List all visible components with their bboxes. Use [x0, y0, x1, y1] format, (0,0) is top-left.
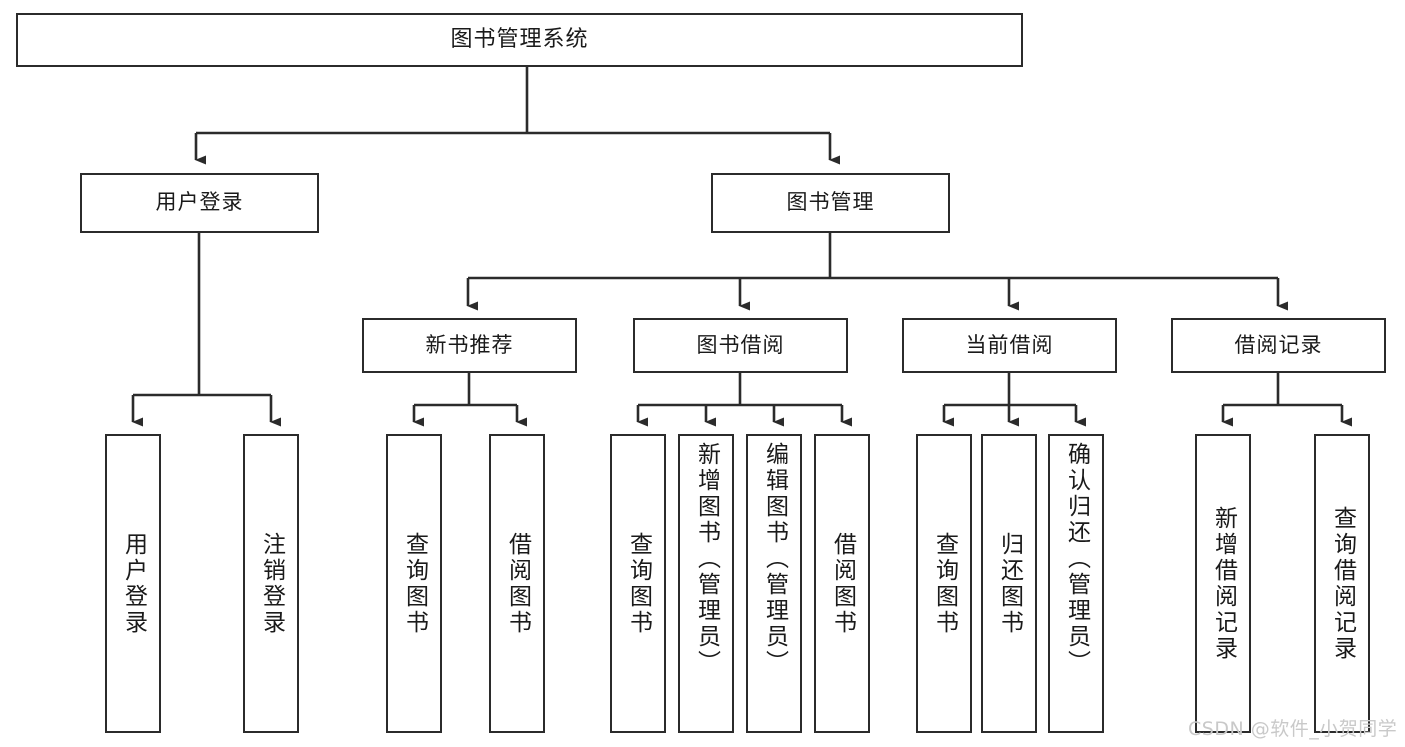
- node-borrowing-records[interactable]: 借阅记录: [1171, 318, 1386, 373]
- node-user-login[interactable]: 用户登录: [80, 173, 319, 233]
- leaf-edit-book-admin[interactable]: 编辑图书（管理员）: [746, 434, 802, 733]
- node-new-book-recommendation[interactable]: 新书推荐: [362, 318, 577, 373]
- node-label: 图书管理系统: [450, 26, 589, 52]
- node-label: 当前借阅: [965, 332, 1054, 357]
- node-label: 编辑图书（管理员）: [761, 442, 788, 676]
- node-label: 借阅图书: [829, 531, 856, 636]
- node-label: 新增借阅记录: [1210, 505, 1237, 662]
- node-label: 用户登录: [120, 531, 147, 636]
- node-label: 图书借阅: [696, 332, 785, 357]
- node-book-borrowing[interactable]: 图书借阅: [633, 318, 848, 373]
- node-label: 确认归还（管理员）: [1063, 442, 1090, 676]
- node-book-management[interactable]: 图书管理: [711, 173, 950, 233]
- node-label: 新书推荐: [425, 332, 514, 357]
- node-label: 查询图书: [931, 531, 958, 636]
- node-label: 用户登录: [155, 190, 244, 215]
- node-label: 新增图书（管理员）: [693, 442, 720, 676]
- leaf-borrow-book-recommendation[interactable]: 借阅图书: [489, 434, 545, 733]
- watermark-text: CSDN @软件_小贺同学: [1188, 718, 1398, 740]
- node-label: 归还图书: [996, 531, 1023, 636]
- leaf-query-book-current[interactable]: 查询图书: [916, 434, 972, 733]
- node-current-borrowing[interactable]: 当前借阅: [902, 318, 1117, 373]
- leaf-query-borrow-record[interactable]: 查询借阅记录: [1314, 434, 1370, 733]
- leaf-user-login[interactable]: 用户登录: [105, 434, 161, 733]
- node-root-book-management-system[interactable]: 图书管理系统: [16, 13, 1023, 67]
- node-label: 注销登录: [258, 531, 285, 636]
- node-label: 查询借阅记录: [1329, 505, 1356, 662]
- leaf-borrow-book-borrowing[interactable]: 借阅图书: [814, 434, 870, 733]
- node-label: 借阅图书: [504, 531, 531, 636]
- node-label: 查询图书: [625, 531, 652, 636]
- node-label: 借阅记录: [1234, 332, 1323, 357]
- node-label: 图书管理: [786, 190, 875, 215]
- leaf-logout-login[interactable]: 注销登录: [243, 434, 299, 733]
- leaf-query-book-recommendation[interactable]: 查询图书: [386, 434, 442, 733]
- leaf-return-book[interactable]: 归还图书: [981, 434, 1037, 733]
- leaf-query-book-borrowing[interactable]: 查询图书: [610, 434, 666, 733]
- leaf-add-borrow-record[interactable]: 新增借阅记录: [1195, 434, 1251, 733]
- leaf-add-book-admin[interactable]: 新增图书（管理员）: [678, 434, 734, 733]
- node-label: 查询图书: [401, 531, 428, 636]
- leaf-confirm-return-admin[interactable]: 确认归还（管理员）: [1048, 434, 1104, 733]
